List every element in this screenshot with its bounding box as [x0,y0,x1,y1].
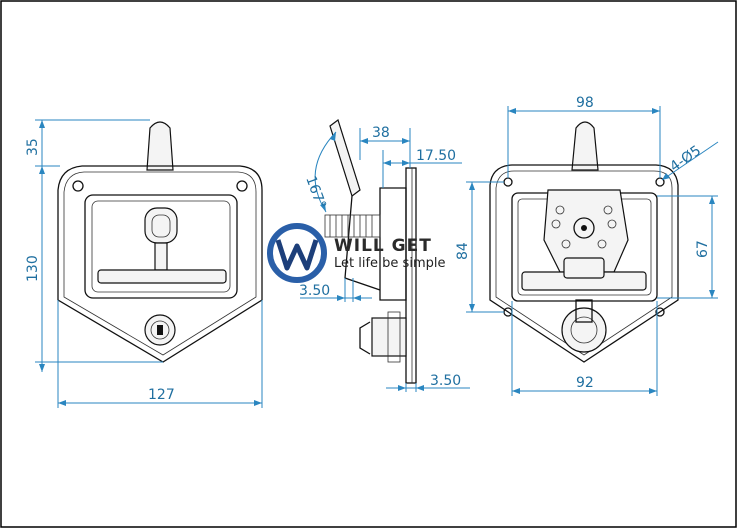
back-hole-tl [503,177,513,187]
arrow-icon [39,120,45,128]
front-dim-top: 35 [25,138,41,156]
arrow-icon [39,166,45,174]
arrow-icon [649,388,657,394]
arrow-icon [320,203,326,212]
side-lock-body [371,317,407,357]
arrow-icon [652,108,660,114]
front-outer-body-inner [63,171,257,356]
front-outer-body [57,165,263,363]
front-handle-head [144,207,178,244]
side-cam [359,321,371,355]
arrow-icon [360,138,368,144]
back-dim-bottom-width: 92 [576,375,594,391]
logo-w-icon [275,239,319,271]
back-pivot [573,217,595,239]
arrow-icon [469,304,475,312]
back-dim-holes-leader [661,141,719,181]
back-spring-hole [603,205,613,215]
back-lock-ring [570,316,598,344]
arrow-icon [662,173,670,180]
side-spring [324,214,381,238]
back-pivot-pin [581,225,587,231]
front-view: 127 130 35 [25,119,263,408]
side-dim-thickness-left: 3.50 [299,283,330,299]
front-dim-height: 130 [25,255,41,282]
back-lock-cylinder [561,307,607,353]
arrow-icon [353,295,361,301]
back-latch-block [563,257,605,279]
arrow-icon [508,108,516,114]
back-spring-hole [597,239,607,249]
back-dim-holes: 4-Ø5 [667,143,704,176]
back-spring-hole [555,205,565,215]
arrow-icon [709,290,715,298]
front-dim-width: 127 [148,387,175,403]
side-dim-thickness-bottom: 3.50 [430,373,461,389]
side-body [379,187,407,301]
logo-slogan: Let life be simple [334,256,445,271]
arrow-icon [383,160,391,166]
key-slot-icon [157,325,163,335]
back-dim-width: 98 [576,95,594,111]
arrow-icon [398,385,406,391]
back-spring-hole [551,219,561,229]
back-outer-plate-inner [495,170,673,356]
back-handle-tab [571,121,599,171]
side-dim-angle: 167° [302,174,329,211]
brand-logo: WILL GET Let life be simple [267,223,445,283]
arrow-icon [39,364,45,372]
back-dim-height-left: 84 [455,242,471,260]
side-dim-depth: 38 [372,125,390,141]
logo-name: WILL GET [334,236,432,256]
back-hole-br [655,307,665,317]
back-dim-height-right: 67 [695,240,711,258]
arrow-icon [402,160,410,166]
front-lock-core [150,320,170,340]
arrow-icon [58,400,66,406]
arrow-icon [469,182,475,190]
front-recess-inner [91,200,231,293]
arrow-icon [330,132,336,141]
front-handle-head-inner [151,214,171,238]
arrow-icon [416,385,424,391]
back-spring-hole [561,239,571,249]
arrow-icon [254,400,262,406]
side-stud [324,214,381,238]
arrow-icon [709,196,715,204]
front-handle-tab [146,121,174,171]
side-dim-offset: 17.50 [416,148,456,164]
front-handle-stem [154,242,168,271]
back-view: 98 4-Ø5 84 67 92 [455,95,719,396]
back-lock-cam [575,299,593,323]
back-spring-hole [607,219,617,229]
arrow-icon [337,295,345,301]
front-hole-left [72,180,84,192]
arrow-icon [402,138,410,144]
arrow-icon [512,388,520,394]
front-handle-bar [97,269,227,284]
side-lock-nut [387,311,401,363]
side-handle-raised [329,119,361,197]
back-outer-plate [489,164,679,363]
side-flange [405,167,417,384]
front-hole-right [236,180,248,192]
logo-ring-icon [267,223,327,283]
front-recess [84,194,238,299]
side-dim-angle-arc [314,131,337,213]
